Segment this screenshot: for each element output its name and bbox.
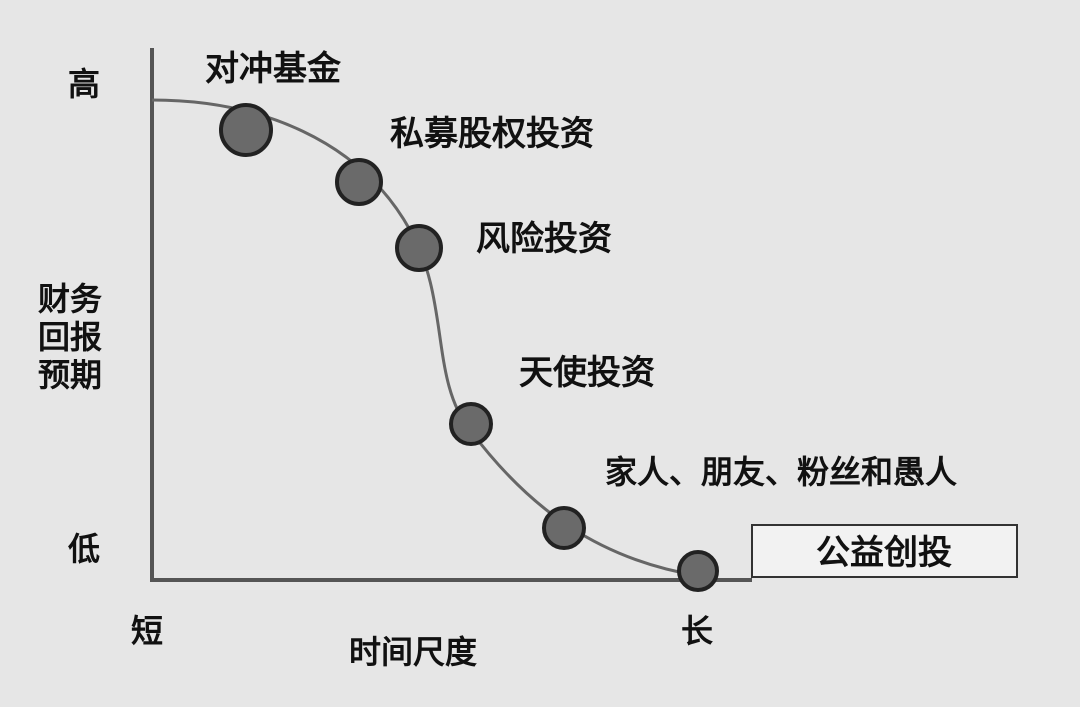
y-axis-high-label: 高 — [68, 65, 100, 103]
y-axis-low-label: 低 — [68, 530, 100, 568]
stage-label-venture-philanthropy: 公益创投 — [816, 533, 952, 573]
x-axis-title: 时间尺度 — [349, 633, 477, 671]
stage-dot-fff — [542, 506, 586, 550]
venture-philanthropy-box — [751, 524, 1018, 578]
stage-label-private-equity: 私募股权投资 — [390, 114, 594, 154]
stage-dot-private-equity — [335, 158, 383, 206]
x-axis-long-label: 长 — [681, 612, 713, 650]
stage-label-hedge-fund: 对冲基金 — [205, 49, 342, 89]
x-axis-short-label: 短 — [131, 612, 163, 650]
y-axis-title-line-2: 回报 — [38, 318, 102, 356]
y-axis-title-line-1: 财务 — [38, 280, 102, 318]
stage-label-fff: 家人、朋友、粉丝和愚人 — [605, 453, 957, 491]
stage-label-venture-capital: 风险投资 — [476, 219, 612, 259]
stage-dot-venture-capital — [395, 224, 443, 272]
stage-dot-angel — [449, 402, 493, 446]
stage-dot-venture-philanthropy — [677, 550, 719, 592]
y-axis-title-line-3: 预期 — [38, 356, 102, 394]
stage-label-angel: 天使投资 — [519, 353, 655, 393]
return-curve — [151, 98, 701, 578]
stage-dot-hedge-fund — [219, 103, 273, 157]
